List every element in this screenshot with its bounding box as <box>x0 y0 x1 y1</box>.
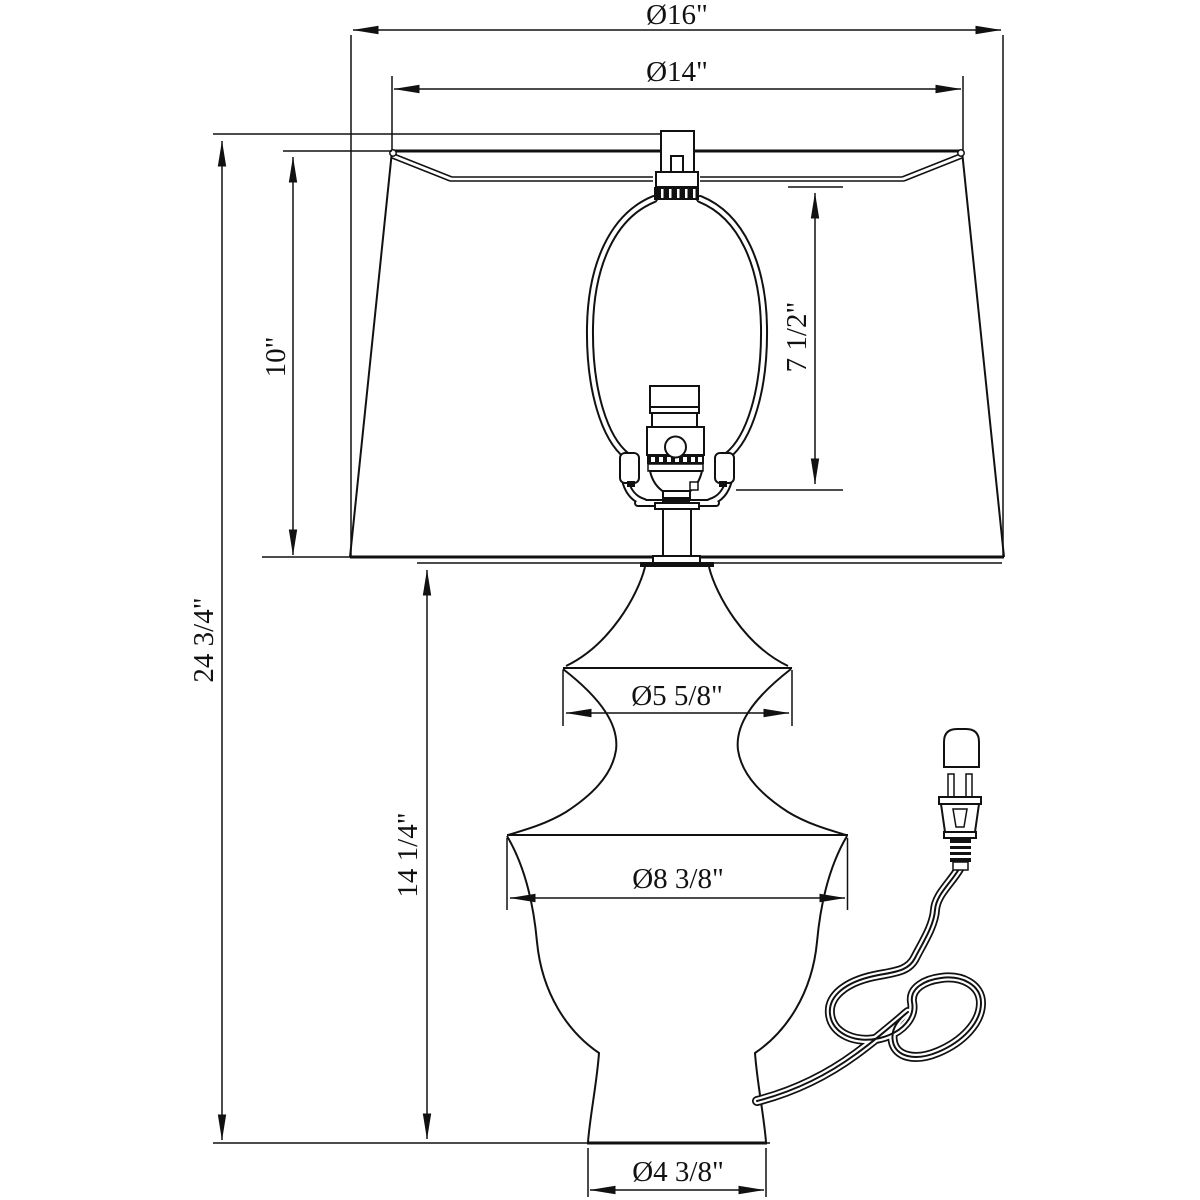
harp-wire-core <box>587 197 767 505</box>
harp-right-bracket <box>714 452 735 484</box>
dim-overall-height: 24 3/4" <box>188 133 660 1141</box>
dim-shade-top-diameter: Ø14" <box>391 56 964 150</box>
shade-top-inner-rim <box>450 176 904 182</box>
socket-top-cap <box>649 385 700 408</box>
finial <box>654 130 699 200</box>
harp-saddle-cap <box>655 171 699 188</box>
socket-ratchet-teeth <box>651 457 702 462</box>
cord-outer <box>752 864 986 1106</box>
plug <box>938 728 982 871</box>
dim-body-height: 14 1/4" <box>392 569 432 1140</box>
dim-5-625-extension-lines <box>562 670 793 726</box>
plug-strain-relief-ribs <box>950 843 971 858</box>
plug-right-prong <box>965 773 973 799</box>
neck-bottom-flange <box>652 555 701 564</box>
shade-left-edge <box>349 150 393 558</box>
cord-gap <box>753 865 985 1105</box>
body-upper-left <box>565 566 646 667</box>
dim-shade-height: 10" <box>260 150 392 558</box>
dim-5-625-label: Ø5 5/8" <box>631 680 723 712</box>
dim-shade-bottom-diameter: Ø16" <box>350 0 1004 557</box>
neck <box>652 502 701 564</box>
harp <box>585 195 769 507</box>
dim-4-375-extension-lines <box>587 1148 767 1197</box>
dim-24-label: 24 3/4" <box>188 597 220 682</box>
plug-body <box>939 803 981 833</box>
plug-safety-cover <box>943 728 980 768</box>
socket-set-screw <box>689 481 699 491</box>
lamp-body <box>213 562 848 1145</box>
dim-16-extension-lines <box>350 35 1004 557</box>
dim-16-label: Ø16" <box>646 0 708 31</box>
body-upper-right <box>708 566 789 667</box>
plug-body-detail <box>952 808 968 828</box>
dim-4-375-label: Ø4 3/8" <box>632 1156 724 1188</box>
plug-lower-flange <box>943 831 977 839</box>
shade-right-corner-joint <box>957 149 965 157</box>
dim-body-diameter: Ø8 3/8" <box>506 838 849 910</box>
dim-harp-height: 7 1/2" <box>736 186 843 491</box>
shade-top-corner-bevels <box>391 153 963 182</box>
shade-right-edge <box>961 150 1005 558</box>
dim-14-label: Ø14" <box>646 56 708 88</box>
body-lower-left <box>506 835 601 1143</box>
dim-neck-diameter: Ø5 5/8" <box>562 670 793 726</box>
body-lower-right <box>753 835 848 1143</box>
lamp-socket <box>646 385 705 503</box>
harp-top-knurl-slits <box>661 189 696 198</box>
socket-upper-shell <box>651 412 698 428</box>
dim-8-375-label: Ø8 3/8" <box>632 863 724 895</box>
body-mid-left <box>507 668 618 836</box>
dim-10-label: 10" <box>260 337 292 378</box>
harp-left-bracket-clip <box>627 481 635 487</box>
dim-7-5-extension-lines <box>736 186 843 491</box>
dim-14-25-label: 14 1/4" <box>392 812 424 897</box>
socket-lower-ring <box>647 463 704 472</box>
socket-collar <box>662 490 691 499</box>
plug-cord-boot <box>952 861 969 871</box>
power-cord <box>752 864 986 1106</box>
neck-column <box>662 508 692 557</box>
dim-base-diameter: Ø4 3/8" <box>587 1148 767 1197</box>
socket-base-ring <box>662 498 690 503</box>
dim-7-5-label: 7 1/2" <box>781 302 813 373</box>
harp-top-knurl <box>654 187 699 200</box>
socket-switch-knob <box>664 435 687 459</box>
plug-left-prong <box>947 773 955 799</box>
plug-face-flange <box>938 796 982 805</box>
dim-8-375-extension-lines <box>506 838 849 910</box>
dim-14-extension-lines <box>391 76 964 150</box>
harp-left-bracket <box>619 452 640 484</box>
harp-right-bracket-clip <box>719 481 727 487</box>
dim-10-extension-lines <box>262 150 392 558</box>
body-mid-right <box>736 668 847 836</box>
body-top-cap <box>640 562 714 567</box>
cord-center <box>756 868 982 1102</box>
